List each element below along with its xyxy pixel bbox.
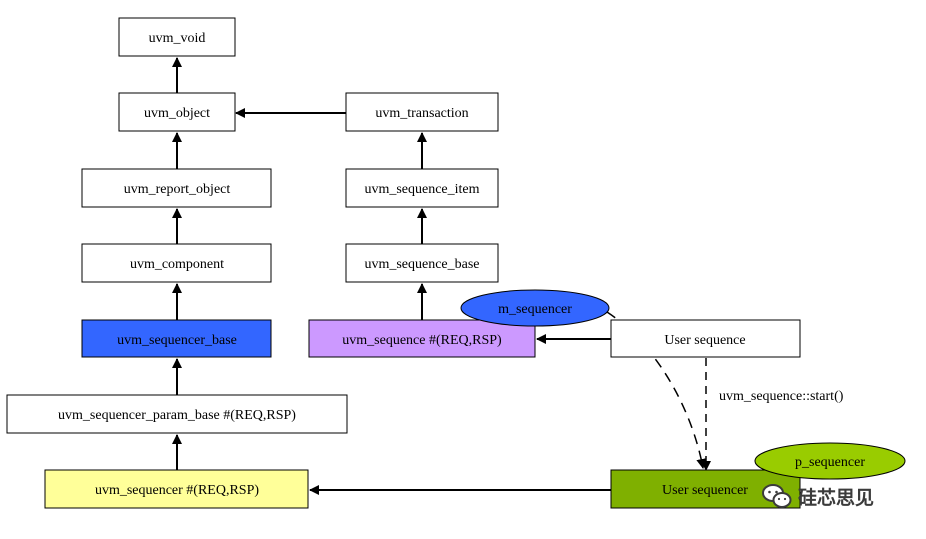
node-label: uvm_sequencer_base xyxy=(117,333,237,348)
node-label: uvm_sequencer #(REQ,RSP) xyxy=(95,483,259,498)
node-label: uvm_report_object xyxy=(124,182,231,197)
node-uvm-transaction: uvm_transaction xyxy=(345,92,499,132)
node-label: uvm_transaction xyxy=(375,106,468,121)
node-uvm-object: uvm_object xyxy=(118,92,236,132)
node-uvm-sequencer: uvm_sequencer #(REQ,RSP) xyxy=(44,469,309,509)
node-uvm-sequencer-param-base: uvm_sequencer_param_base #(REQ,RSP) xyxy=(6,394,348,434)
watermark-text: 硅芯思见 xyxy=(798,486,875,509)
node-user-sequencer: User sequencer xyxy=(610,469,801,509)
node-uvm-sequencer-base: uvm_sequencer_base xyxy=(81,319,272,358)
node-uvm-void: uvm_void xyxy=(118,17,236,57)
node-label: uvm_void xyxy=(149,31,206,46)
ellipse-label: m_sequencer xyxy=(498,302,572,317)
node-label: User sequence xyxy=(664,333,745,348)
node-uvm-component: uvm_component xyxy=(81,243,272,283)
node-label: uvm_sequencer_param_base #(REQ,RSP) xyxy=(58,408,296,423)
node-label: uvm_sequence_base xyxy=(364,257,479,272)
node-uvm-sequence-base: uvm_sequence_base xyxy=(345,243,499,283)
wechat-icon xyxy=(762,484,792,508)
node-user-sequence: User sequence xyxy=(610,319,801,358)
ellipse-label: p_sequencer xyxy=(795,455,865,470)
ellipse-m-sequencer: m_sequencer xyxy=(460,289,610,327)
node-label: uvm_sequence_item xyxy=(364,182,479,197)
node-label: uvm_object xyxy=(144,106,210,121)
node-label: uvm_component xyxy=(130,257,224,272)
node-uvm-report-object: uvm_report_object xyxy=(81,168,272,208)
node-uvm-sequence: uvm_sequence #(REQ,RSP) xyxy=(308,319,536,358)
node-label: User sequencer xyxy=(662,483,748,498)
watermark: 硅芯思见 xyxy=(762,480,874,512)
node-uvm-sequence-item: uvm_sequence_item xyxy=(345,168,499,208)
node-label: uvm_sequence #(REQ,RSP) xyxy=(342,333,502,348)
start-call-label: uvm_sequence::start() xyxy=(719,389,844,404)
ellipse-p-sequencer: p_sequencer xyxy=(754,442,906,480)
